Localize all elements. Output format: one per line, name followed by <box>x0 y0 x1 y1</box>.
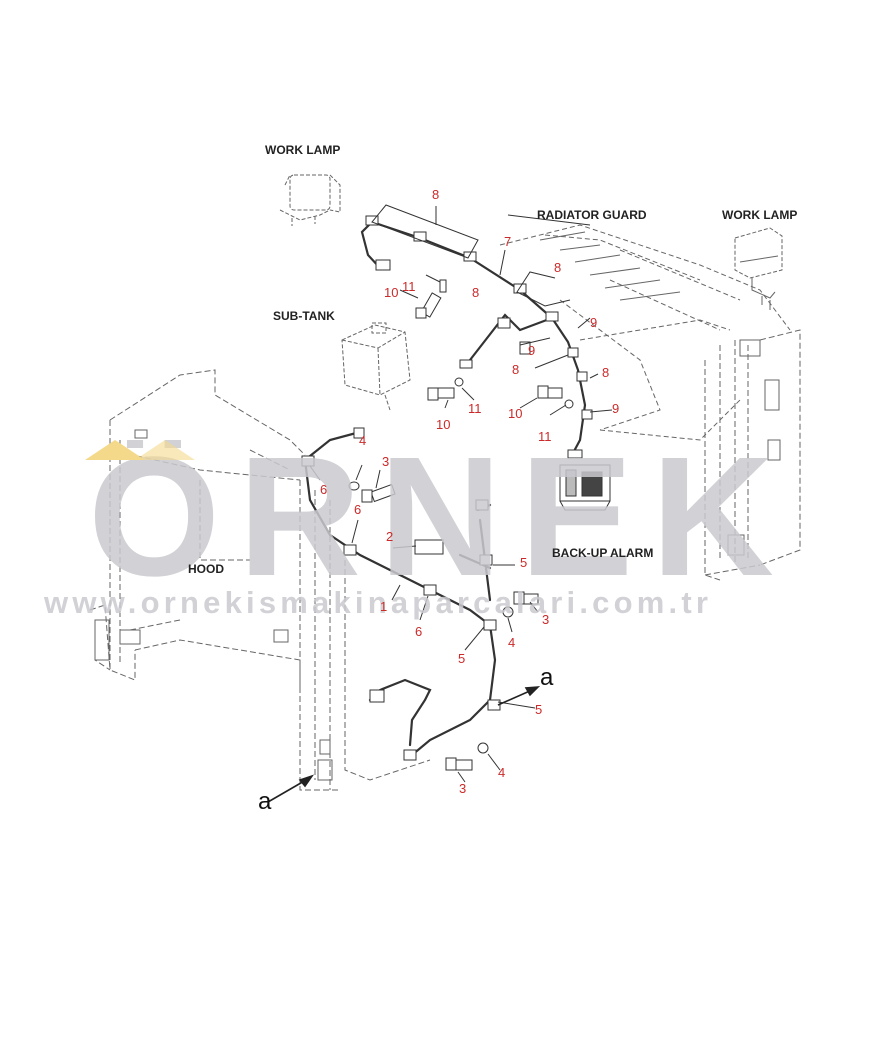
callout-8: 8 <box>432 187 440 202</box>
callout-11: 11 <box>538 429 552 444</box>
back-up-alarm <box>559 464 611 511</box>
hood-details <box>94 429 333 781</box>
callout-3: 3 <box>459 781 467 796</box>
callout-8: 8 <box>472 285 480 300</box>
label-work-lamp-right: WORK LAMP <box>722 208 798 222</box>
callout-11: 11 <box>402 279 416 294</box>
view-arrows <box>267 686 541 803</box>
work-lamp-left <box>279 174 341 226</box>
callout-8: 8 <box>602 365 610 380</box>
callout-5: 5 <box>458 651 466 666</box>
label-hood: HOOD <box>188 562 224 576</box>
bolts-washers <box>348 279 574 771</box>
frame-post <box>704 329 801 581</box>
frame-post-details <box>727 339 781 556</box>
label-back-up-alarm: BACK-UP ALARM <box>552 546 654 560</box>
callout-9: 9 <box>528 343 536 358</box>
callout-2: 2 <box>386 529 394 544</box>
harness-connectors <box>301 215 593 761</box>
callout-8: 8 <box>554 260 562 275</box>
callout-3: 3 <box>542 612 550 627</box>
callout-10: 10 <box>508 406 523 421</box>
sub-tank <box>341 322 411 411</box>
callout-8: 8 <box>512 362 520 377</box>
callout-5: 5 <box>520 555 528 570</box>
radiator-guard-outline <box>499 224 791 441</box>
callout-4: 4 <box>498 765 506 780</box>
callout-11: 11 <box>468 401 482 416</box>
watermark-url: www.ornekismakinaparcalari.com.tr <box>44 585 713 620</box>
callout-9: 9 <box>612 401 620 416</box>
watermark-accent <box>85 440 145 460</box>
callout-6: 6 <box>354 502 362 517</box>
callout-6: 6 <box>415 624 423 639</box>
callout-4: 4 <box>508 635 516 650</box>
callout-4: 4 <box>359 433 367 448</box>
view-arrow-label: a <box>258 788 272 815</box>
watermark-logo: ÖRNEK <box>85 440 792 590</box>
leader-lines <box>309 204 613 783</box>
watermark-accent-2 <box>135 440 195 460</box>
callout-9: 9 <box>590 315 598 330</box>
callout-10: 10 <box>436 417 451 432</box>
callout-6: 6 <box>320 482 328 497</box>
view-arrow-label: a <box>540 664 554 691</box>
radiator-guard-grille <box>539 231 681 301</box>
callout-7: 7 <box>504 234 512 249</box>
callout-1: 1 <box>380 599 388 614</box>
hood-outline <box>89 369 431 791</box>
watermark-word: ÖRNEK <box>88 440 792 590</box>
label-work-lamp-left: WORK LAMP <box>265 143 341 157</box>
label-sub-tank: SUB-TANK <box>273 309 335 323</box>
callout-10: 10 <box>384 285 399 300</box>
callout-3: 3 <box>382 454 390 469</box>
work-lamp-right <box>734 227 783 310</box>
callout-5: 5 <box>535 702 543 717</box>
label-radiator-guard: RADIATOR GUARD <box>537 208 647 222</box>
